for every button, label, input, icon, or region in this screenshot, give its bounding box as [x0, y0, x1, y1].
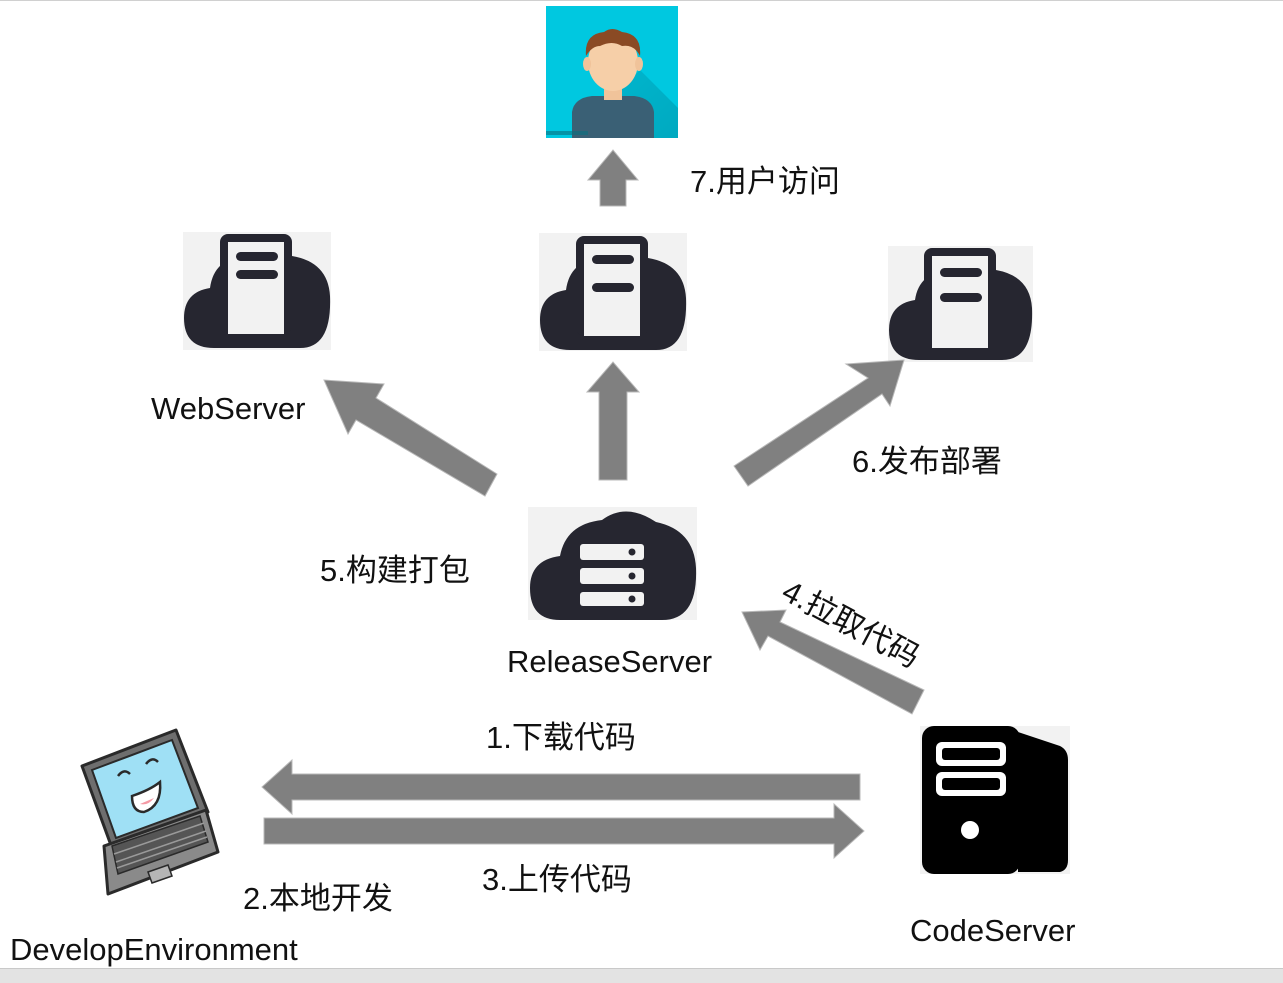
top-border [0, 0, 1283, 1]
step-build-label: 5.构建打包 [320, 553, 470, 588]
release-server-label: ReleaseServer [507, 644, 713, 679]
developer-laptop-icon [80, 728, 220, 896]
arrow-pull-code [741, 609, 925, 715]
arrow-user-access [586, 149, 640, 207]
arrow-release-to-webserver [323, 379, 498, 497]
step-develop-label: 2.本地开发 [243, 881, 393, 916]
step-download-label: 1.下载代码 [486, 720, 636, 755]
develop-environment-label: DevelopEnvironment [10, 932, 298, 967]
step-upload-label: 3.上传代码 [482, 862, 632, 897]
arrow-upload-code [263, 802, 865, 860]
release-server-cloud-icon [528, 507, 697, 620]
step-user-access-label: 7.用户访问 [690, 164, 840, 199]
arrow-release-to-middle [585, 361, 641, 481]
bottom-scroll-bar [0, 968, 1283, 983]
web-server-label: WebServer [151, 391, 306, 426]
arrow-download-code [261, 758, 861, 816]
middle-server-cloud-icon [539, 233, 687, 351]
user-avatar-icon [546, 6, 678, 138]
arrow-release-to-right-server [733, 359, 905, 487]
code-server-label: CodeServer [910, 913, 1076, 948]
web-server-cloud-icon [183, 232, 331, 350]
step-deploy-label: 6.发布部署 [852, 444, 1002, 479]
right-server-cloud-icon [888, 246, 1033, 362]
code-server-tower-icon [920, 726, 1070, 874]
